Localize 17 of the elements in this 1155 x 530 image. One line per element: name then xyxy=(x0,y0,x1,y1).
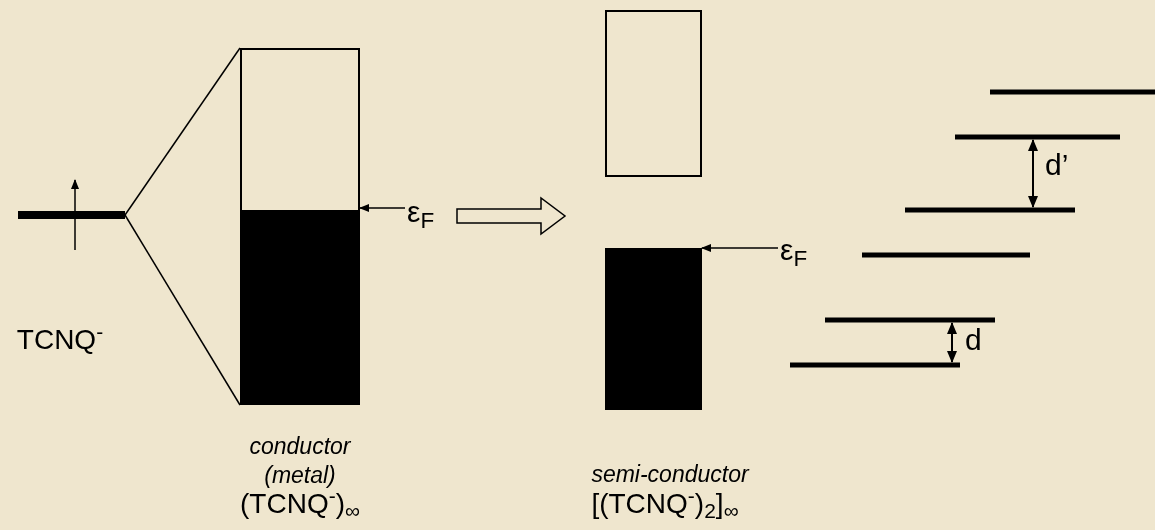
band-box xyxy=(605,10,702,177)
arrow xyxy=(701,244,779,252)
spacing-label: d’ xyxy=(1045,150,1069,180)
arrow xyxy=(359,204,406,212)
energy-level xyxy=(18,211,125,219)
fermi-level-label: ε$_{F}$ xyxy=(407,190,457,234)
formula-label: TCNQ$^{-}$ xyxy=(15,322,105,357)
caption-text: conductor (metal) xyxy=(248,432,352,490)
band-column xyxy=(240,48,360,405)
band-box xyxy=(605,248,702,410)
fermi-level-label: ε$_{F}$ xyxy=(780,228,830,272)
connector-line xyxy=(124,47,241,216)
caption-text: semi-conductor xyxy=(590,460,751,489)
hollow-arrow xyxy=(456,196,567,236)
spacing-label: d xyxy=(965,325,982,355)
formula-label: [(TCNQ$^{-}$)$_{2}$]$_{∞}$ xyxy=(590,486,740,521)
connector-line xyxy=(124,214,241,406)
